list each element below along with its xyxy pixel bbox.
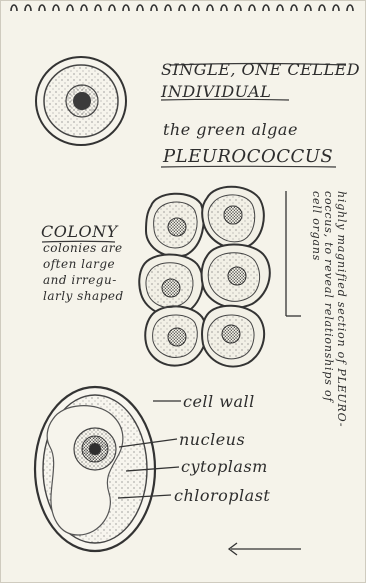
side-note-line3: cell organs — [309, 191, 322, 427]
side-note: highly magnified section of PLEURO- cocc… — [303, 191, 366, 571]
spiral-binding — [11, 5, 353, 11]
single-cell-title-line1: SINGLE, ONE CELLED — [161, 61, 360, 79]
side-note-line2: coccus, to reveal relationships of — [322, 191, 335, 427]
colony-description-1: colonies are — [43, 242, 123, 256]
cytoplasm-label: cytoplasm — [181, 458, 268, 476]
colony-description-3: and irregu- — [43, 274, 117, 288]
nucleus-label: nucleus — [179, 431, 245, 449]
single-cell-drawing — [36, 57, 126, 145]
magnified-cell-drawing — [35, 387, 155, 551]
colony-description-4: larly shaped — [43, 290, 124, 304]
colony-drawing — [139, 187, 270, 367]
chloroplast-label: chloroplast — [174, 487, 270, 505]
species-name: PLEUROCOCCUS — [163, 147, 333, 168]
side-note-line1: highly magnified section of PLEURO- — [334, 191, 347, 427]
species-common-name: the green algae — [163, 121, 298, 139]
side-note-text: highly magnified section of PLEURO- cocc… — [309, 191, 347, 427]
colony-heading: COLONY — [41, 223, 118, 241]
single-cell-title-line2: INDIVIDUAL — [161, 83, 271, 101]
colony-description-2: often large — [43, 258, 115, 272]
cell-wall-label: cell wall — [183, 393, 255, 411]
